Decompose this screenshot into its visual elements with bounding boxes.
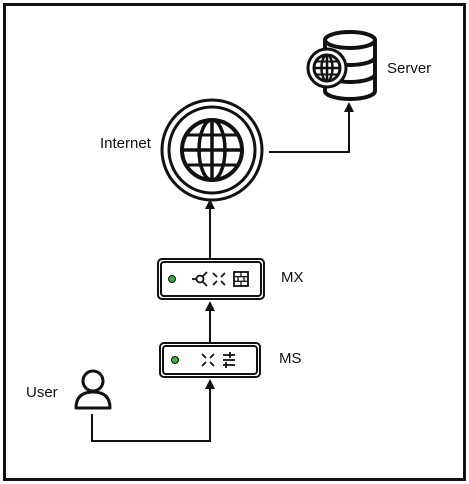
person-icon <box>74 369 112 410</box>
server-node <box>306 30 377 101</box>
server-label: Server <box>387 60 432 77</box>
database-globe-icon <box>306 30 377 101</box>
user-node <box>74 369 112 410</box>
internet-label: Internet <box>100 135 151 152</box>
ms-node <box>159 342 261 378</box>
edge-internet-to-server <box>269 102 354 153</box>
mx-node <box>157 258 265 300</box>
user-label: User <box>26 384 58 401</box>
firewall-icon <box>233 271 249 287</box>
edge-user-to-ms <box>91 379 215 442</box>
security-appliance-icon <box>192 271 249 287</box>
mx-label: MX <box>281 269 304 286</box>
status-led <box>171 356 179 364</box>
crossover-arrows-icon <box>201 353 215 367</box>
ms-label: MS <box>279 350 302 367</box>
switch-icon <box>201 352 235 368</box>
internet-node <box>160 98 264 202</box>
globe-icon <box>160 98 264 202</box>
vpn-key-icon <box>192 271 208 287</box>
crossover-arrows-icon <box>212 272 226 286</box>
status-led <box>168 275 176 283</box>
switch-ports-icon <box>223 352 235 368</box>
